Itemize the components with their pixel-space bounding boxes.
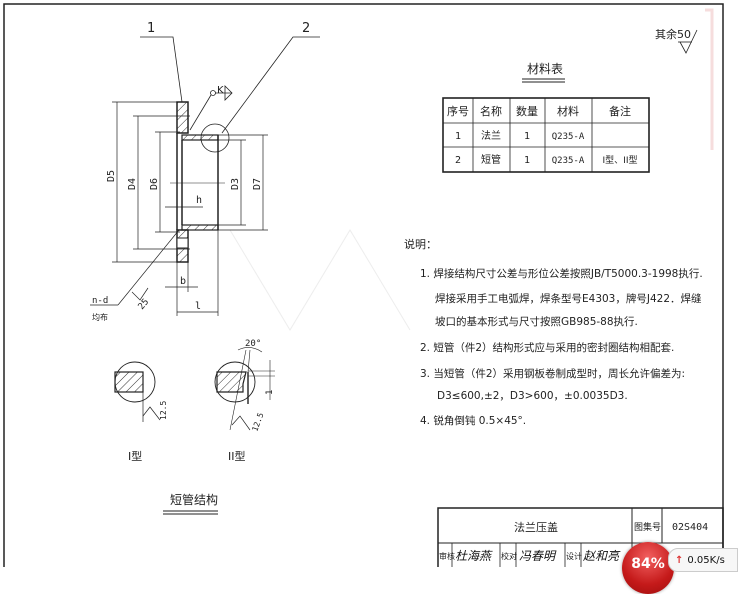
note-line: D3≤600,±2，D3>600，±0.0035D3.	[437, 390, 628, 402]
table-header: 数量	[516, 105, 538, 118]
table-cell: 2	[455, 155, 461, 166]
table-cell: Q235-A	[552, 156, 585, 166]
notes: 说明： 1. 焊接结构尺寸公差与形位公差按照JB/T5000.3-1998执行.…	[404, 237, 703, 427]
note-line: 2. 短管（件2）结构形式应与采用的密封圈结构相配套.	[420, 341, 674, 354]
watermark	[229, 8, 714, 331]
table-header: 名称	[480, 104, 502, 118]
detail-type-ii	[214, 347, 275, 431]
dim-D5: D5	[106, 170, 117, 182]
note-line: 1. 焊接结构尺寸公差与形位公差按照JB/T5000.3-1998执行.	[420, 267, 703, 280]
weld-symbol-label: K	[217, 85, 224, 96]
leader-label-part-1: 1	[147, 21, 155, 36]
roughness-other-label: 其余50	[655, 27, 691, 41]
percent-label: 84%	[631, 556, 665, 572]
atlas-number: 02S404	[672, 522, 708, 533]
review-label: 审核	[439, 551, 455, 561]
hole-note: n-d	[92, 296, 108, 306]
table-cell: 短管	[481, 153, 501, 166]
dim-b: b	[180, 276, 186, 287]
hole-note-sub: 均布	[92, 312, 108, 322]
design-label: 设计	[566, 551, 582, 561]
upload-arrow-icon: ↑	[675, 554, 684, 566]
detail-ii-label: II型	[228, 449, 246, 463]
dim-l: l	[195, 301, 201, 312]
table-cell: 1	[524, 155, 530, 166]
flange-section-view	[90, 36, 320, 316]
materials-title: 材料表	[527, 62, 563, 76]
detail-i-roughness: 12.5	[159, 401, 168, 420]
atlas-label: 图集号	[634, 521, 661, 533]
sheet-border	[3, 3, 724, 567]
check-label: 校对	[501, 551, 517, 561]
dim-D4: D4	[127, 178, 138, 190]
dim-h: h	[196, 195, 202, 206]
table-cell: 1	[455, 131, 461, 142]
note-line: 焊接采用手工电弧焊，焊条型号E4303，牌号J422．焊缝	[435, 292, 702, 305]
note-line: 坡口的基本形式与尺寸按照GB985-88执行.	[435, 315, 638, 328]
detail-i-label: I型	[128, 449, 142, 463]
table-cell: I型、II型	[603, 155, 638, 166]
detail-ii-dim: 1	[265, 390, 275, 395]
design-signature: 赵和亮	[583, 549, 621, 563]
dim-D6: D6	[149, 178, 160, 190]
drawing-title: 法兰压盖	[514, 520, 558, 534]
dim-D3: D3	[230, 178, 241, 190]
dim-D7: D7	[252, 178, 263, 190]
materials-table	[442, 97, 650, 173]
table-cell: 法兰	[481, 129, 501, 142]
table-header: 材料	[557, 104, 579, 118]
speed-label: 0.05K/s	[687, 554, 725, 566]
drawing-sheet: 1 2 K D5 D4 D6 D3 D7 h b l n-d 均布 25 其余5…	[3, 3, 724, 567]
notes-heading: 说明：	[404, 237, 437, 251]
detail-ii-roughness: 12.5	[250, 411, 265, 432]
leader-label-part-2: 2	[302, 21, 310, 36]
table-header: 备注	[609, 104, 631, 118]
detail-title: 短管结构	[170, 492, 218, 507]
roughness-other: 其余50	[655, 27, 698, 54]
table-header: 序号	[447, 104, 469, 118]
check-signature: 冯春明	[519, 549, 557, 563]
note-line: 4. 锐角倒钝 0.5×45°.	[420, 414, 526, 427]
roughness-main: 25	[137, 297, 152, 312]
note-line: 3. 当短管（件2）采用钢板卷制成型时，周长允许偏差为:	[420, 367, 685, 380]
detail-ii-angle: 20°	[245, 339, 261, 349]
speed-meter-badge[interactable]: 84%	[622, 542, 674, 594]
network-speed-widget[interactable]: ↑ 0.05K/s	[668, 548, 738, 572]
detail-type-i	[114, 361, 161, 422]
table-cell: Q235-A	[552, 132, 585, 142]
table-cell: 1	[524, 131, 530, 142]
dimension-labels: 1 2 K D5 D4 D6 D3 D7 h b l n-d 均布 25	[92, 21, 310, 322]
review-signature: 杜海燕	[455, 549, 493, 563]
